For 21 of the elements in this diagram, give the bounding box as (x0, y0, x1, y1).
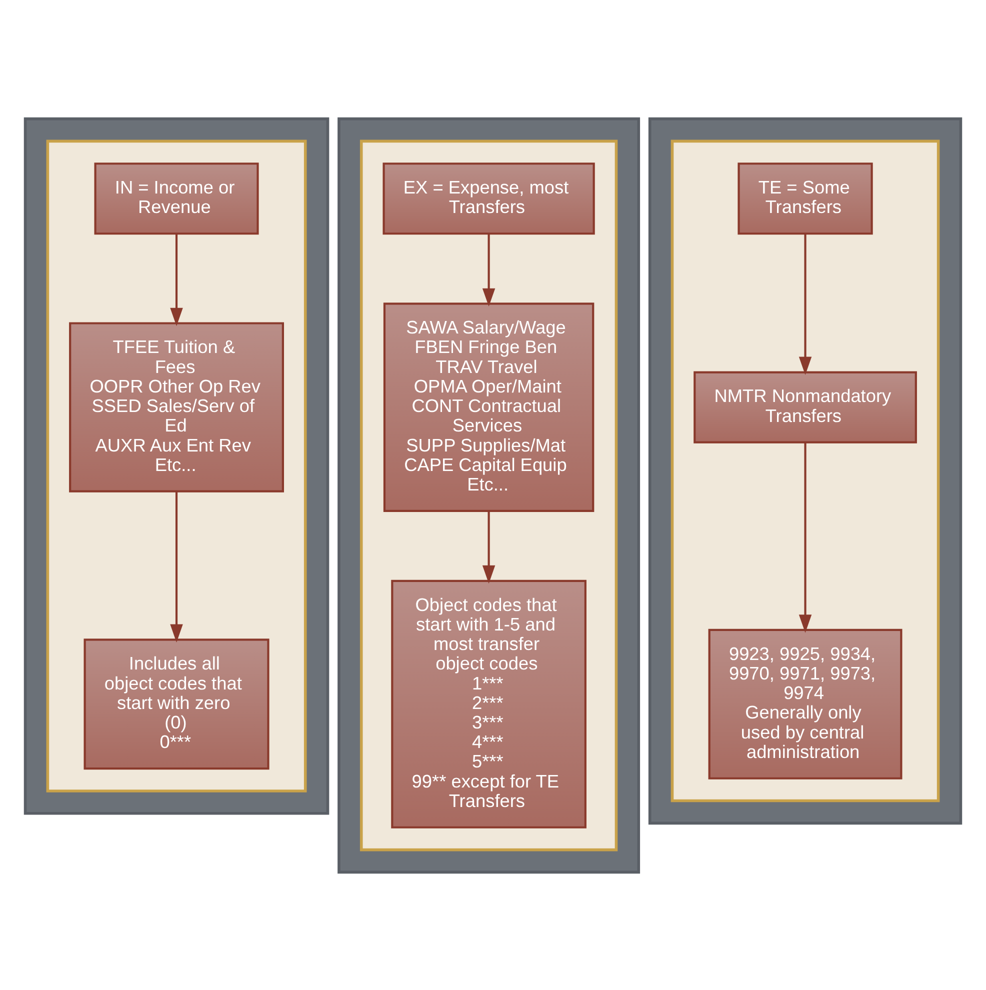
node-box: TFEE Tuition & Fees OOPR Other Op Rev SSED Sales/Serv of Ed AUXR Aux Ent Rev Etc... (69, 322, 284, 492)
arrow (798, 442, 812, 632)
cluster (360, 139, 618, 851)
arrow (798, 234, 812, 375)
arrow (482, 234, 496, 306)
node-box: IN = Income or Revenue (94, 162, 259, 234)
node-box: SAWA Salary/Wage FBEN Fringe Ben TRAV Travel OPMA Oper/Maint CONT Contractual Services SUPP Supplies/Mat CAPE Capital Equip Etc... (383, 302, 594, 512)
node-box: Includes all object codes that start with zero (0) 0*** (84, 638, 270, 770)
node-box: Object codes that start with 1-5 and most transfer object codes 1*** 2*** 3*** 4*** 5*** 99** except for TE Transfers (391, 579, 586, 828)
node-box: TE = Some Transfers (738, 162, 873, 234)
cluster (338, 116, 640, 874)
arrow (170, 490, 183, 642)
node-box: 9923, 9925, 9934, 9970, 9971, 9973, 9974 Generally only used by central administration (708, 628, 902, 779)
arrow (482, 510, 496, 584)
node-box: EX = Expense, most Transfers (382, 162, 595, 234)
node-box: NMTR Nonmandatory Transfers (694, 370, 917, 443)
cluster (24, 116, 330, 814)
cluster (670, 139, 940, 802)
cluster (648, 116, 962, 824)
arrow (170, 234, 183, 326)
cluster (46, 139, 307, 792)
